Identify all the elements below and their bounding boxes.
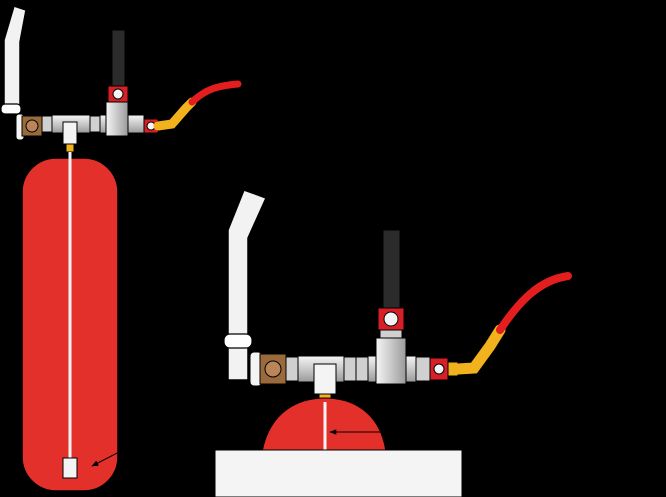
large-assembly: [214, 189, 572, 497]
fuel-outlet-arrow: [91, 435, 151, 467]
small-tee-vertical: [105, 101, 129, 137]
small-connector-nut: [65, 143, 75, 153]
compressed-air-arrow: [503, 353, 567, 360]
small-hose-yellow: [153, 97, 197, 131]
air-valve-knob: [433, 363, 445, 375]
small-restitution-tube: [111, 29, 126, 89]
tee-vertical: [375, 337, 407, 385]
small-brass-valve-knob: [25, 119, 39, 133]
ventilation-arrow: [263, 139, 299, 181]
nut-mid: [355, 356, 369, 382]
brass-valve-knob: [264, 360, 282, 378]
label-fuel-outlet-1: Saída de: [158, 402, 203, 417]
label-fuel-level-1: Nível de: [426, 416, 471, 431]
restitution-arrow: [405, 189, 461, 245]
air-hose-yellow: [452, 324, 506, 375]
label-ventilation: Ventilação: [298, 125, 353, 140]
small-restitution-valve-knob: [112, 88, 124, 100]
nut-mid-left: [343, 356, 357, 382]
label-restitution: Restituição: [464, 176, 523, 191]
down-connector: [313, 363, 337, 395]
restitution-tube: [382, 229, 401, 311]
large-tank-base-panel: [214, 449, 463, 497]
air-hose-red: [496, 272, 572, 334]
restitution-valve-knob: [383, 311, 399, 327]
small-assembly: [0, 5, 242, 492]
small-nut-right: [89, 115, 101, 133]
label-compressed-air: Ar comprimido: [569, 350, 650, 365]
label-fuel-level-2: combustível: [414, 433, 478, 448]
small-hose-red: [188, 80, 242, 106]
small-vent-cap: [0, 103, 22, 115]
small-dip-tube-inlet: [62, 457, 78, 479]
vent-tube: [227, 189, 268, 381]
vent-tube-cap: [223, 333, 253, 349]
label-fuel-outlet-2: combustível: [147, 419, 211, 434]
nut-right: [415, 356, 431, 382]
small-down-connector: [62, 121, 78, 145]
annotations: Ventilação Restituição Ar comprimido Saí…: [91, 125, 650, 467]
